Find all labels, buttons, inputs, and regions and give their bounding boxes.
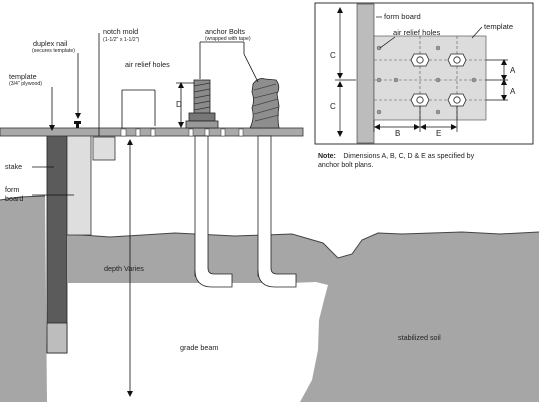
inset-dim-b: B xyxy=(395,129,400,138)
inset-air-relief-holes-label: air relief holes xyxy=(393,28,440,37)
notch-mold xyxy=(92,136,116,161)
inset-dimension-lines xyxy=(335,6,508,137)
stake xyxy=(46,134,68,354)
stabilized-soil xyxy=(68,232,539,402)
notch-mold-sublabel: (1-1/2" x 1-1/2") xyxy=(103,37,140,43)
depth-varies-label: depth Varies xyxy=(104,264,144,273)
anchor-bolts-sublabel: (wrapped with tape) xyxy=(205,36,251,42)
stake-label: stake xyxy=(5,162,22,171)
duplex-nail-label: duplex nail xyxy=(33,39,68,48)
form-board xyxy=(66,134,92,236)
note-label: Note: xyxy=(318,153,336,160)
note-line-1: Dimensions A, B, C, D & E as specified b… xyxy=(343,153,474,160)
inset-form-board xyxy=(356,3,375,144)
inset-plan-view: form board air relief holes template C C… xyxy=(314,2,534,145)
grade-beam-label: grade beam xyxy=(180,343,218,352)
soil-left xyxy=(0,196,47,402)
duplex-nail xyxy=(74,121,81,128)
stabilized-soil-label: stabilized soil xyxy=(398,333,441,342)
inset-dim-a-lower: A xyxy=(510,87,516,96)
notch-mold-label: notch mold xyxy=(103,27,138,36)
leader-lines xyxy=(32,33,259,397)
duplex-nail-sublabel: (secures template) xyxy=(32,48,75,54)
note-line-2: anchor bolt plans. xyxy=(318,162,373,169)
inset-bolts xyxy=(410,53,467,107)
inset-dim-c-lower: C xyxy=(330,102,336,111)
inset-dim-e: E xyxy=(436,129,441,138)
inset-dim-a-upper: A xyxy=(510,66,516,75)
air-relief-holes-label: air relief holes xyxy=(125,60,170,69)
air-relief-hole-slots xyxy=(120,128,244,137)
template-sublabel: (3/4" plywood) xyxy=(9,81,42,87)
inset-air-relief-holes xyxy=(376,45,477,115)
stake-tip xyxy=(46,322,68,354)
inset-dim-c-upper: C xyxy=(330,51,336,60)
form-board-label-line2: board xyxy=(5,194,23,203)
inset-template-label: template xyxy=(484,22,513,31)
inset-template xyxy=(373,35,487,121)
dimension-d-label: D xyxy=(176,100,182,109)
note-text: Note: Dimensions A, B, C, D & E as speci… xyxy=(318,145,475,162)
form-board-label-line1: form xyxy=(5,185,19,194)
inset-form-board-label: form board xyxy=(384,12,421,21)
anchor-bolts-label: anchor Bolts xyxy=(205,27,245,36)
anchor-bolt-2 xyxy=(249,78,297,288)
anchor-bolt-1 xyxy=(185,79,233,288)
template-label: template xyxy=(9,72,37,81)
